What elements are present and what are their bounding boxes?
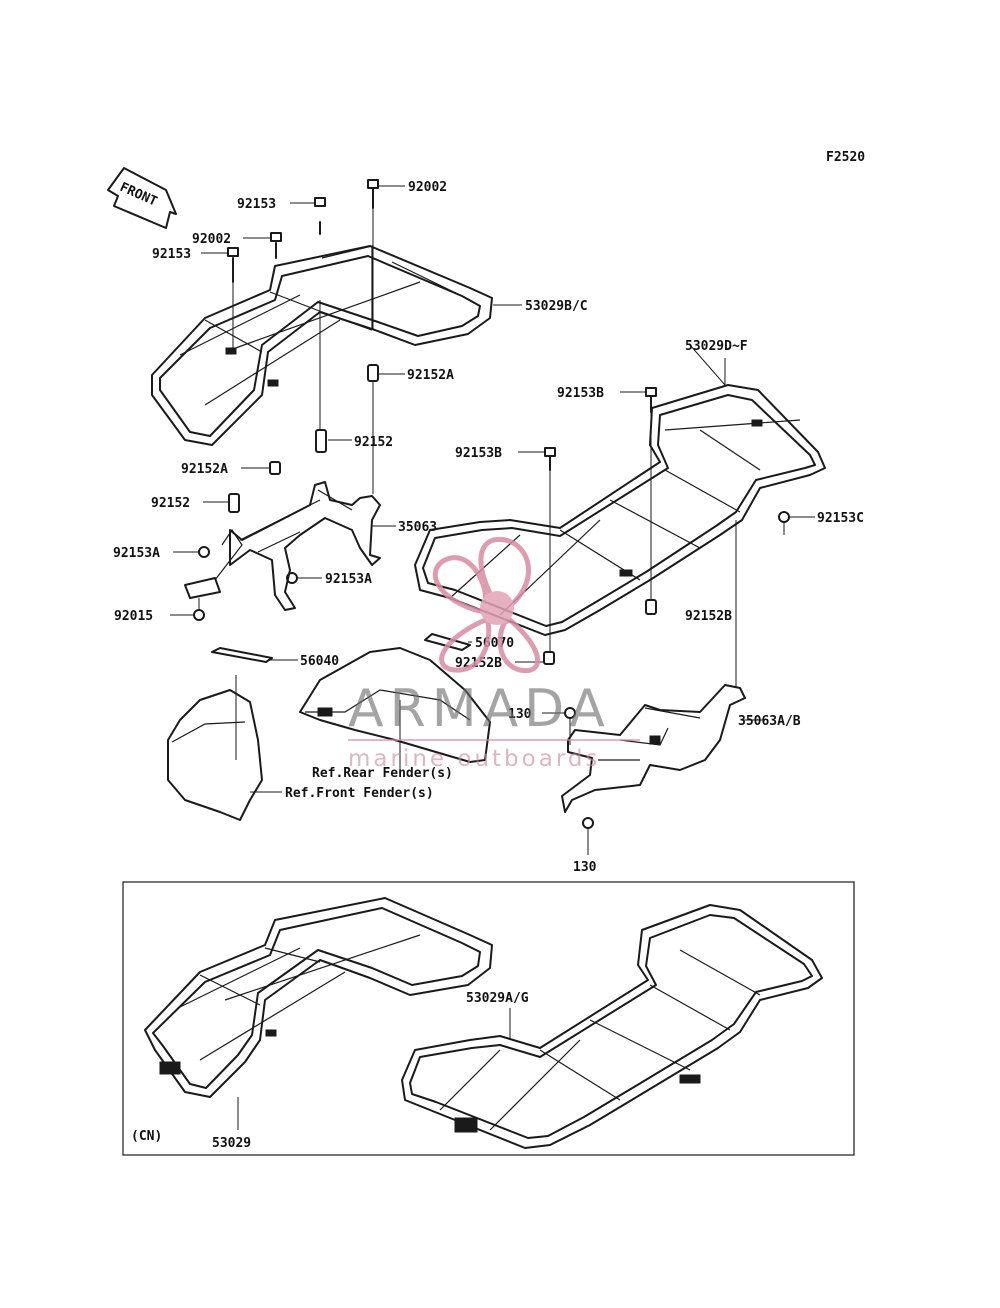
- front-carrier-53029bc: [151, 245, 493, 446]
- rear-fender-ref: [299, 647, 491, 770]
- collar-92152b-low-icon: [543, 651, 555, 665]
- rear-carrier-53029df: [414, 384, 826, 636]
- label-35063ab: 35063A/B: [738, 714, 801, 729]
- label-92153a: 92153A: [325, 572, 372, 587]
- collar-92152-mid-icon: [315, 429, 327, 453]
- cn-rear-carrier-53029ag: [401, 904, 823, 1149]
- label-92002: 92002: [192, 232, 231, 247]
- watermark-tagline: marine outboards: [348, 746, 600, 772]
- bracket-35063: [184, 481, 381, 611]
- label-92153a: 92153A: [113, 546, 160, 561]
- bolt-92153b-top-icon: [645, 387, 657, 413]
- label-35063: 35063: [398, 520, 437, 535]
- bolt-92002-top-icon: [367, 179, 379, 209]
- collar-92152a-top-icon: [367, 364, 379, 382]
- cn-region-label: (CN): [131, 1129, 162, 1144]
- label-53029ag: 53029A/G: [466, 991, 529, 1006]
- front-badge-label: FRONT: [117, 180, 159, 210]
- label-92152: 92152: [354, 435, 393, 450]
- collar-92152a-left-icon: [269, 461, 281, 475]
- armada-watermark-logo: ARMADA marine outboards: [348, 536, 640, 772]
- label-92152a: 92152A: [407, 368, 454, 383]
- watermark-brand: ARMADA: [348, 679, 611, 739]
- bolt-92153-top-icon: [314, 197, 326, 235]
- collar-92152-left-icon: [228, 493, 240, 513]
- cn-variant-box: [122, 881, 855, 1156]
- label-53029df: 53029D~F: [685, 339, 748, 354]
- ref-front-fender-label: Ref.Front Fender(s): [285, 786, 434, 801]
- front-fender-ref: [167, 675, 263, 821]
- label-92153b: 92153B: [557, 386, 604, 401]
- bolt-92002-left-icon: [270, 232, 282, 259]
- propeller-logo-icon: [432, 536, 540, 674]
- label-130: 130: [508, 707, 532, 722]
- cn-front-carrier-53029: [144, 897, 493, 1098]
- label-92015: 92015: [114, 609, 153, 624]
- label-53029bc: 53029B/C: [525, 299, 588, 314]
- bracket-35063ab: [561, 684, 746, 813]
- label-92152a: 92152A: [181, 462, 228, 477]
- label-92153: 92153: [237, 197, 276, 212]
- nut-92153c-icon: [778, 511, 790, 523]
- bolt-130-bottom-icon: [582, 817, 594, 829]
- label-92002: 92002: [408, 180, 447, 195]
- nut-92015-icon: [193, 609, 205, 621]
- label-130: 130: [573, 860, 597, 875]
- bolt-92153b-mid-icon: [544, 447, 556, 471]
- label-56040: 56040: [300, 654, 339, 669]
- label-56070: 56070: [475, 636, 514, 651]
- bolt-92153-left-icon: [227, 247, 239, 283]
- pad-56040-icon: [211, 647, 273, 663]
- diagram-code: F2520: [826, 150, 865, 165]
- label-92153: 92153: [152, 247, 191, 262]
- label-92153b: 92153B: [455, 446, 502, 461]
- nut-92153a-left-icon: [198, 546, 210, 558]
- ref-rear-fender-label: Ref.Rear Fender(s): [312, 766, 453, 781]
- label-92152b: 92152B: [685, 609, 732, 624]
- label-53029: 53029: [212, 1136, 251, 1151]
- front-arrow-icon: FRONT: [107, 167, 177, 229]
- label-92153c: 92153C: [817, 511, 864, 526]
- label-92152: 92152: [151, 496, 190, 511]
- collar-92152b-right-icon: [645, 599, 657, 615]
